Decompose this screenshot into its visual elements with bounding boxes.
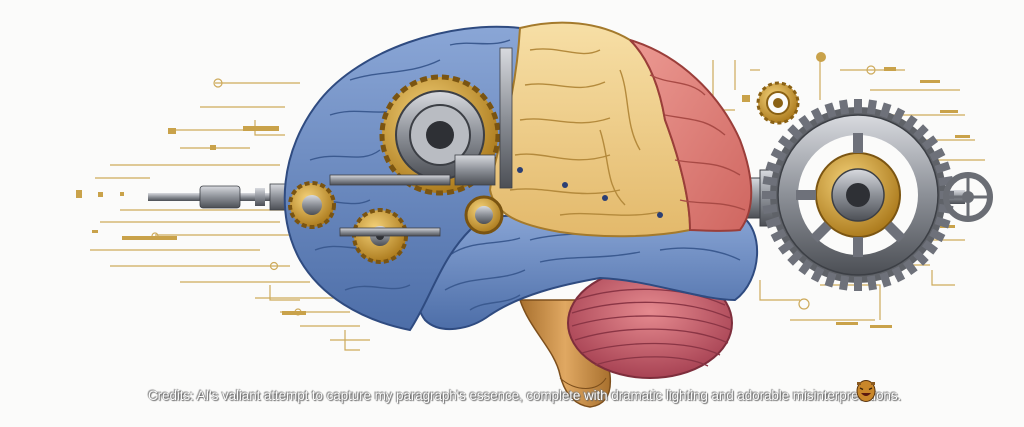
caption-text: Credits: AI's valiant attempt to capture… — [148, 388, 902, 403]
gear-tooth — [839, 99, 850, 115]
gear-tooth — [777, 135, 795, 151]
brain-mechanism-rods — [329, 47, 513, 237]
gear-tooth — [866, 275, 877, 291]
brain-small-gear-center — [464, 195, 504, 235]
gear-tooth — [787, 250, 803, 266]
gear-tooth — [913, 250, 929, 266]
gear-tooth — [913, 124, 929, 140]
gear-tooth — [929, 147, 946, 162]
gear-tooth — [810, 266, 825, 283]
gear-tooth — [762, 176, 778, 187]
gear-tooth — [879, 102, 892, 119]
gear-tooth — [839, 275, 850, 291]
gear-tooth — [824, 271, 837, 288]
gear-tooth — [854, 277, 862, 291]
gear-tooth — [921, 239, 939, 255]
gear-tooth — [787, 124, 803, 140]
gear-tooth — [765, 161, 782, 174]
gear-tooth — [798, 114, 814, 132]
gear-tooth — [762, 191, 776, 199]
small-steel-wheel — [943, 172, 993, 222]
gear-tooth — [777, 239, 795, 255]
gear-tooth — [891, 107, 906, 124]
parietal-lobe — [629, 39, 753, 232]
gear-tooth — [765, 216, 782, 229]
gear-tooth — [824, 102, 837, 119]
gear-tooth — [866, 99, 877, 115]
gear-tooth — [770, 228, 787, 243]
gear-tooth — [810, 107, 825, 124]
brain-small-gear-left — [288, 181, 336, 229]
laughing-face-emoji-icon — [856, 380, 876, 402]
left-circuit-nodes — [76, 126, 306, 315]
gear-tooth — [921, 135, 939, 151]
gear-tooth — [798, 258, 814, 276]
gear-tooth — [929, 228, 946, 243]
gear-tooth — [770, 147, 787, 162]
cerebellum — [567, 267, 733, 379]
small-gold-gear — [756, 81, 800, 125]
gear-tooth — [934, 161, 951, 174]
left-axle — [148, 183, 301, 211]
gear-tooth — [902, 258, 918, 276]
large-steel-gear — [762, 99, 954, 291]
gear-tooth — [762, 203, 778, 214]
gear-tooth — [902, 114, 918, 132]
gear-tooth — [891, 266, 906, 283]
gear-tooth — [934, 216, 951, 229]
gear-tooth — [854, 99, 862, 113]
gear-tooth — [879, 271, 892, 288]
brain-rivets — [517, 167, 663, 218]
